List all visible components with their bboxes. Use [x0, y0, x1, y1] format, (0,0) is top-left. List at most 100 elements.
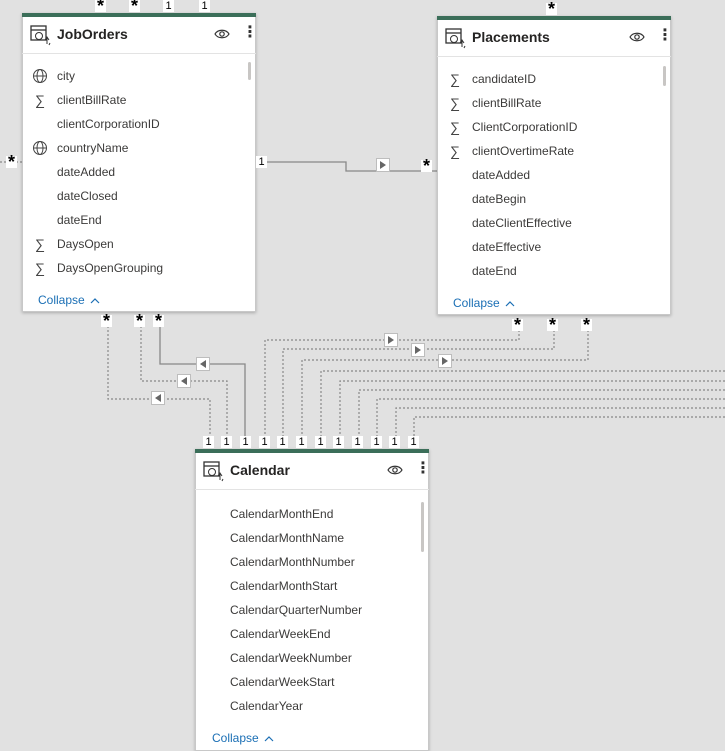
cardinality-many-marker: * — [421, 156, 433, 176]
field-name: CalendarQuarterNumber — [230, 603, 363, 617]
field-name: CalendarWeekNumber — [230, 651, 352, 665]
card-header[interactable]: Placements ⋮ — [437, 20, 673, 57]
eye-icon[interactable] — [387, 463, 403, 477]
chevron-up-icon — [505, 301, 515, 307]
field-name: clientBillRate — [472, 96, 542, 110]
field-name: CalendarWeekStart — [230, 675, 335, 689]
table-card-calendar[interactable]: Calendar ⋮ CalendarMonthEnd CalendarMont… — [195, 449, 431, 751]
cardinality-one-marker: 1 — [333, 436, 344, 448]
eye-icon[interactable] — [214, 27, 230, 41]
field-name: clientBillRate — [57, 93, 127, 107]
sigma-icon: ∑ — [35, 92, 45, 108]
cardinality-one-marker: 1 — [259, 436, 270, 448]
field-name: dateClosed — [57, 189, 118, 203]
field-name: countryName — [57, 141, 129, 155]
cardinality-many-marker: * — [134, 311, 146, 331]
table-title: Placements — [472, 29, 550, 45]
more-options-icon[interactable]: ⋮ — [415, 460, 431, 477]
collapse-button[interactable]: Collapse — [38, 293, 100, 307]
arrow-right-icon — [415, 346, 421, 354]
cardinality-one-marker: 1 — [371, 436, 382, 448]
field-name: dateAdded — [472, 168, 531, 182]
cardinality-many-marker: * — [581, 315, 593, 335]
field-name: CalendarWeekEnd — [230, 627, 331, 641]
filter-direction-arrow[interactable] — [384, 333, 398, 347]
cardinality-one-marker: 1 — [203, 436, 214, 448]
table-icon — [203, 461, 224, 482]
cardinality-one-marker: 1 — [277, 436, 288, 448]
collapse-button[interactable]: Collapse — [453, 296, 515, 310]
cardinality-many-marker: * — [512, 315, 524, 335]
cardinality-one-marker: 1 — [408, 436, 419, 448]
more-options-icon[interactable]: ⋮ — [242, 24, 258, 41]
cardinality-one-marker: 1 — [240, 436, 251, 448]
field-name: dateBegin — [472, 192, 527, 206]
sigma-icon: ∑ — [450, 119, 460, 135]
sigma-icon: ∑ — [450, 95, 460, 111]
cardinality-many-marker: * — [6, 152, 18, 172]
field-name: city — [57, 69, 75, 83]
filter-direction-arrow[interactable] — [438, 354, 452, 368]
table-icon — [30, 25, 51, 46]
field-name: CalendarMonthNumber — [230, 555, 355, 569]
filter-direction-arrow[interactable] — [196, 357, 210, 371]
cardinality-many-marker: * — [129, 0, 141, 16]
sigma-icon: ∑ — [35, 236, 45, 252]
table-card-joborders[interactable]: JobOrders ⋮ city ∑ clientBillRate client… — [22, 13, 258, 312]
filter-direction-arrow[interactable] — [177, 374, 191, 388]
more-options-icon[interactable]: ⋮ — [657, 27, 673, 44]
arrow-left-icon — [155, 394, 161, 402]
field-name: CalendarMonthEnd — [230, 507, 334, 521]
cardinality-one-marker: 1 — [163, 0, 174, 12]
globe-icon — [33, 69, 47, 83]
cardinality-one-marker: 1 — [256, 156, 267, 168]
filter-direction-arrow[interactable] — [151, 391, 165, 405]
card-header[interactable]: Calendar ⋮ — [195, 453, 431, 490]
scrollbar[interactable] — [663, 66, 666, 86]
arrow-right-icon — [442, 357, 448, 365]
field-name: dateAdded — [57, 165, 116, 179]
cardinality-one-marker: 1 — [296, 436, 307, 448]
cardinality-one-marker: 1 — [389, 436, 400, 448]
filter-direction-arrow[interactable] — [411, 343, 425, 357]
cardinality-one-marker: 1 — [315, 436, 326, 448]
scrollbar[interactable] — [248, 62, 251, 80]
field-name: candidateID — [472, 72, 537, 86]
cardinality-one-marker: 1 — [199, 0, 210, 12]
cardinality-many-marker: * — [546, 0, 558, 19]
card-header[interactable]: JobOrders ⋮ — [22, 17, 258, 54]
field-name: dateEnd — [57, 213, 102, 227]
arrow-left-icon — [200, 360, 206, 368]
arrow-left-icon — [181, 377, 187, 385]
table-icon — [445, 28, 466, 49]
field-name: ClientCorporationID — [472, 120, 578, 134]
field-name: CalendarYear — [230, 699, 303, 713]
collapse-label: Collapse — [453, 296, 500, 310]
cardinality-many-marker: * — [95, 0, 107, 16]
table-title: Calendar — [230, 462, 290, 478]
collapse-label: Collapse — [38, 293, 85, 307]
field-name: clientCorporationID — [57, 117, 160, 131]
sigma-icon: ∑ — [35, 260, 45, 276]
field-name: dateEffective — [472, 240, 542, 254]
field-name: CalendarMonthName — [230, 531, 345, 545]
chevron-up-icon — [264, 736, 274, 742]
field-name: dateEnd — [472, 264, 517, 278]
cardinality-one-marker: 1 — [221, 436, 232, 448]
filter-direction-arrow[interactable] — [376, 158, 390, 172]
field-name: dateClientEffective — [472, 216, 572, 230]
chevron-up-icon — [90, 298, 100, 304]
cardinality-one-marker: 1 — [352, 436, 363, 448]
collapse-button[interactable]: Collapse — [212, 731, 274, 745]
sigma-icon: ∑ — [450, 143, 460, 159]
arrow-right-icon — [380, 161, 386, 169]
field-name: clientOvertimeRate — [472, 144, 575, 158]
eye-icon[interactable] — [629, 30, 645, 44]
arrow-right-icon — [388, 336, 394, 344]
sigma-icon: ∑ — [450, 71, 460, 87]
field-name: DaysOpen — [57, 237, 114, 251]
globe-icon — [33, 141, 47, 155]
table-card-placements[interactable]: Placements ⋮ ∑ candidateID ∑ clientBillR… — [437, 16, 673, 315]
scrollbar[interactable] — [421, 502, 424, 552]
field-name: DaysOpenGrouping — [57, 261, 164, 275]
